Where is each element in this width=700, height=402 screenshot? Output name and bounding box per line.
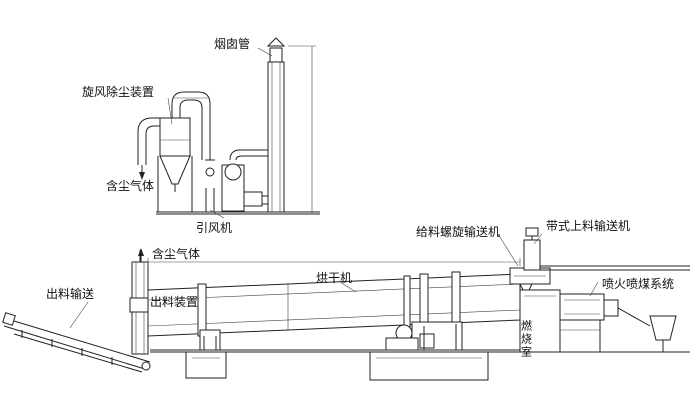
cyclone-dust-collector: [137, 91, 211, 212]
dusty-gas-arrow-top: [139, 165, 145, 180]
upper-ground-line: [156, 211, 320, 215]
dusty-gas-arrow-bottom: [138, 248, 144, 262]
chimney-stack: [266, 37, 316, 213]
label-belt-conveyor: 带式上料输送机: [546, 218, 630, 233]
label-induced-fan: 引风机: [196, 221, 232, 235]
label-cyclone: 旋风除尘装置: [82, 84, 154, 99]
label-discharge-device: 出料装置: [150, 295, 198, 309]
belt-feed-conveyor: [523, 227, 690, 271]
label-dryer: 烘干机: [316, 271, 352, 285]
label-coal-injection: 喷火喷煤系统: [602, 277, 674, 291]
dryer-supports: [199, 321, 463, 351]
combustion-chamber: [519, 289, 561, 353]
label-chimney: 烟囱管: [214, 36, 250, 51]
discharge-inclined-conveyor: [2, 312, 151, 373]
label-dusty-gas-bottom: 含尘气体: [152, 246, 200, 261]
label-screw-feeder: 给料螺旋输送机: [416, 224, 500, 239]
ground-and-pits: [150, 349, 690, 381]
label-combustion-chamber: 燃烧室: [520, 319, 533, 359]
induced-draft-fan: [205, 149, 271, 212]
discharge-device: [129, 250, 151, 355]
rotary-dryer-drum: [147, 258, 521, 337]
label-dusty-gas-top: 含尘气体: [106, 178, 154, 193]
label-discharge-conveyor: 出料输送: [46, 286, 94, 301]
coal-injection-system: [559, 293, 677, 353]
